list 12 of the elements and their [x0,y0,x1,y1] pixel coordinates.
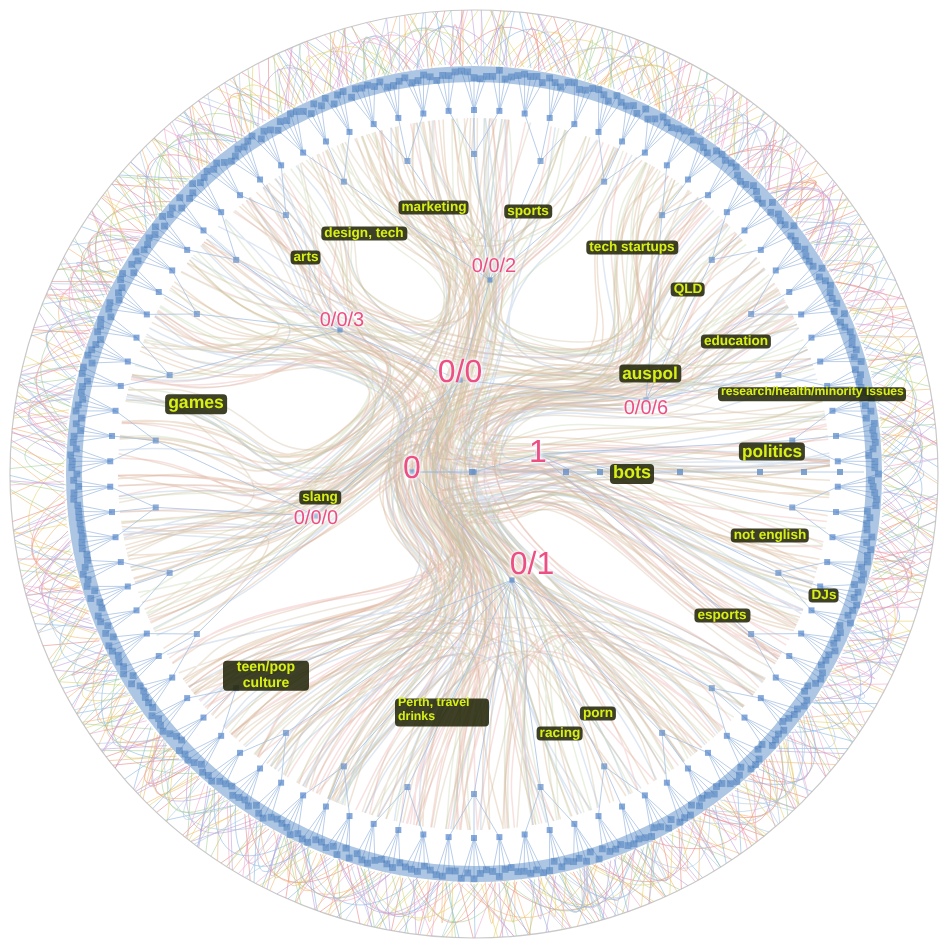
cluster-label: politics [738,442,806,462]
node-id-label: 0/0 [437,358,483,390]
cluster-label: bots [610,464,654,484]
node-id-label: 0/0/0 [293,510,339,530]
node-id-label: 1 [529,438,547,470]
cluster-label: auspol [619,364,681,384]
node-id-label: 0/1 [509,550,555,582]
cluster-label: games [165,394,227,414]
node-id-label: 0/0/6 [623,400,669,420]
node-id-label: 0/0/3 [319,312,365,332]
node-id-label: 0/0/2 [471,258,517,278]
node-id-label: 0 [403,454,421,486]
